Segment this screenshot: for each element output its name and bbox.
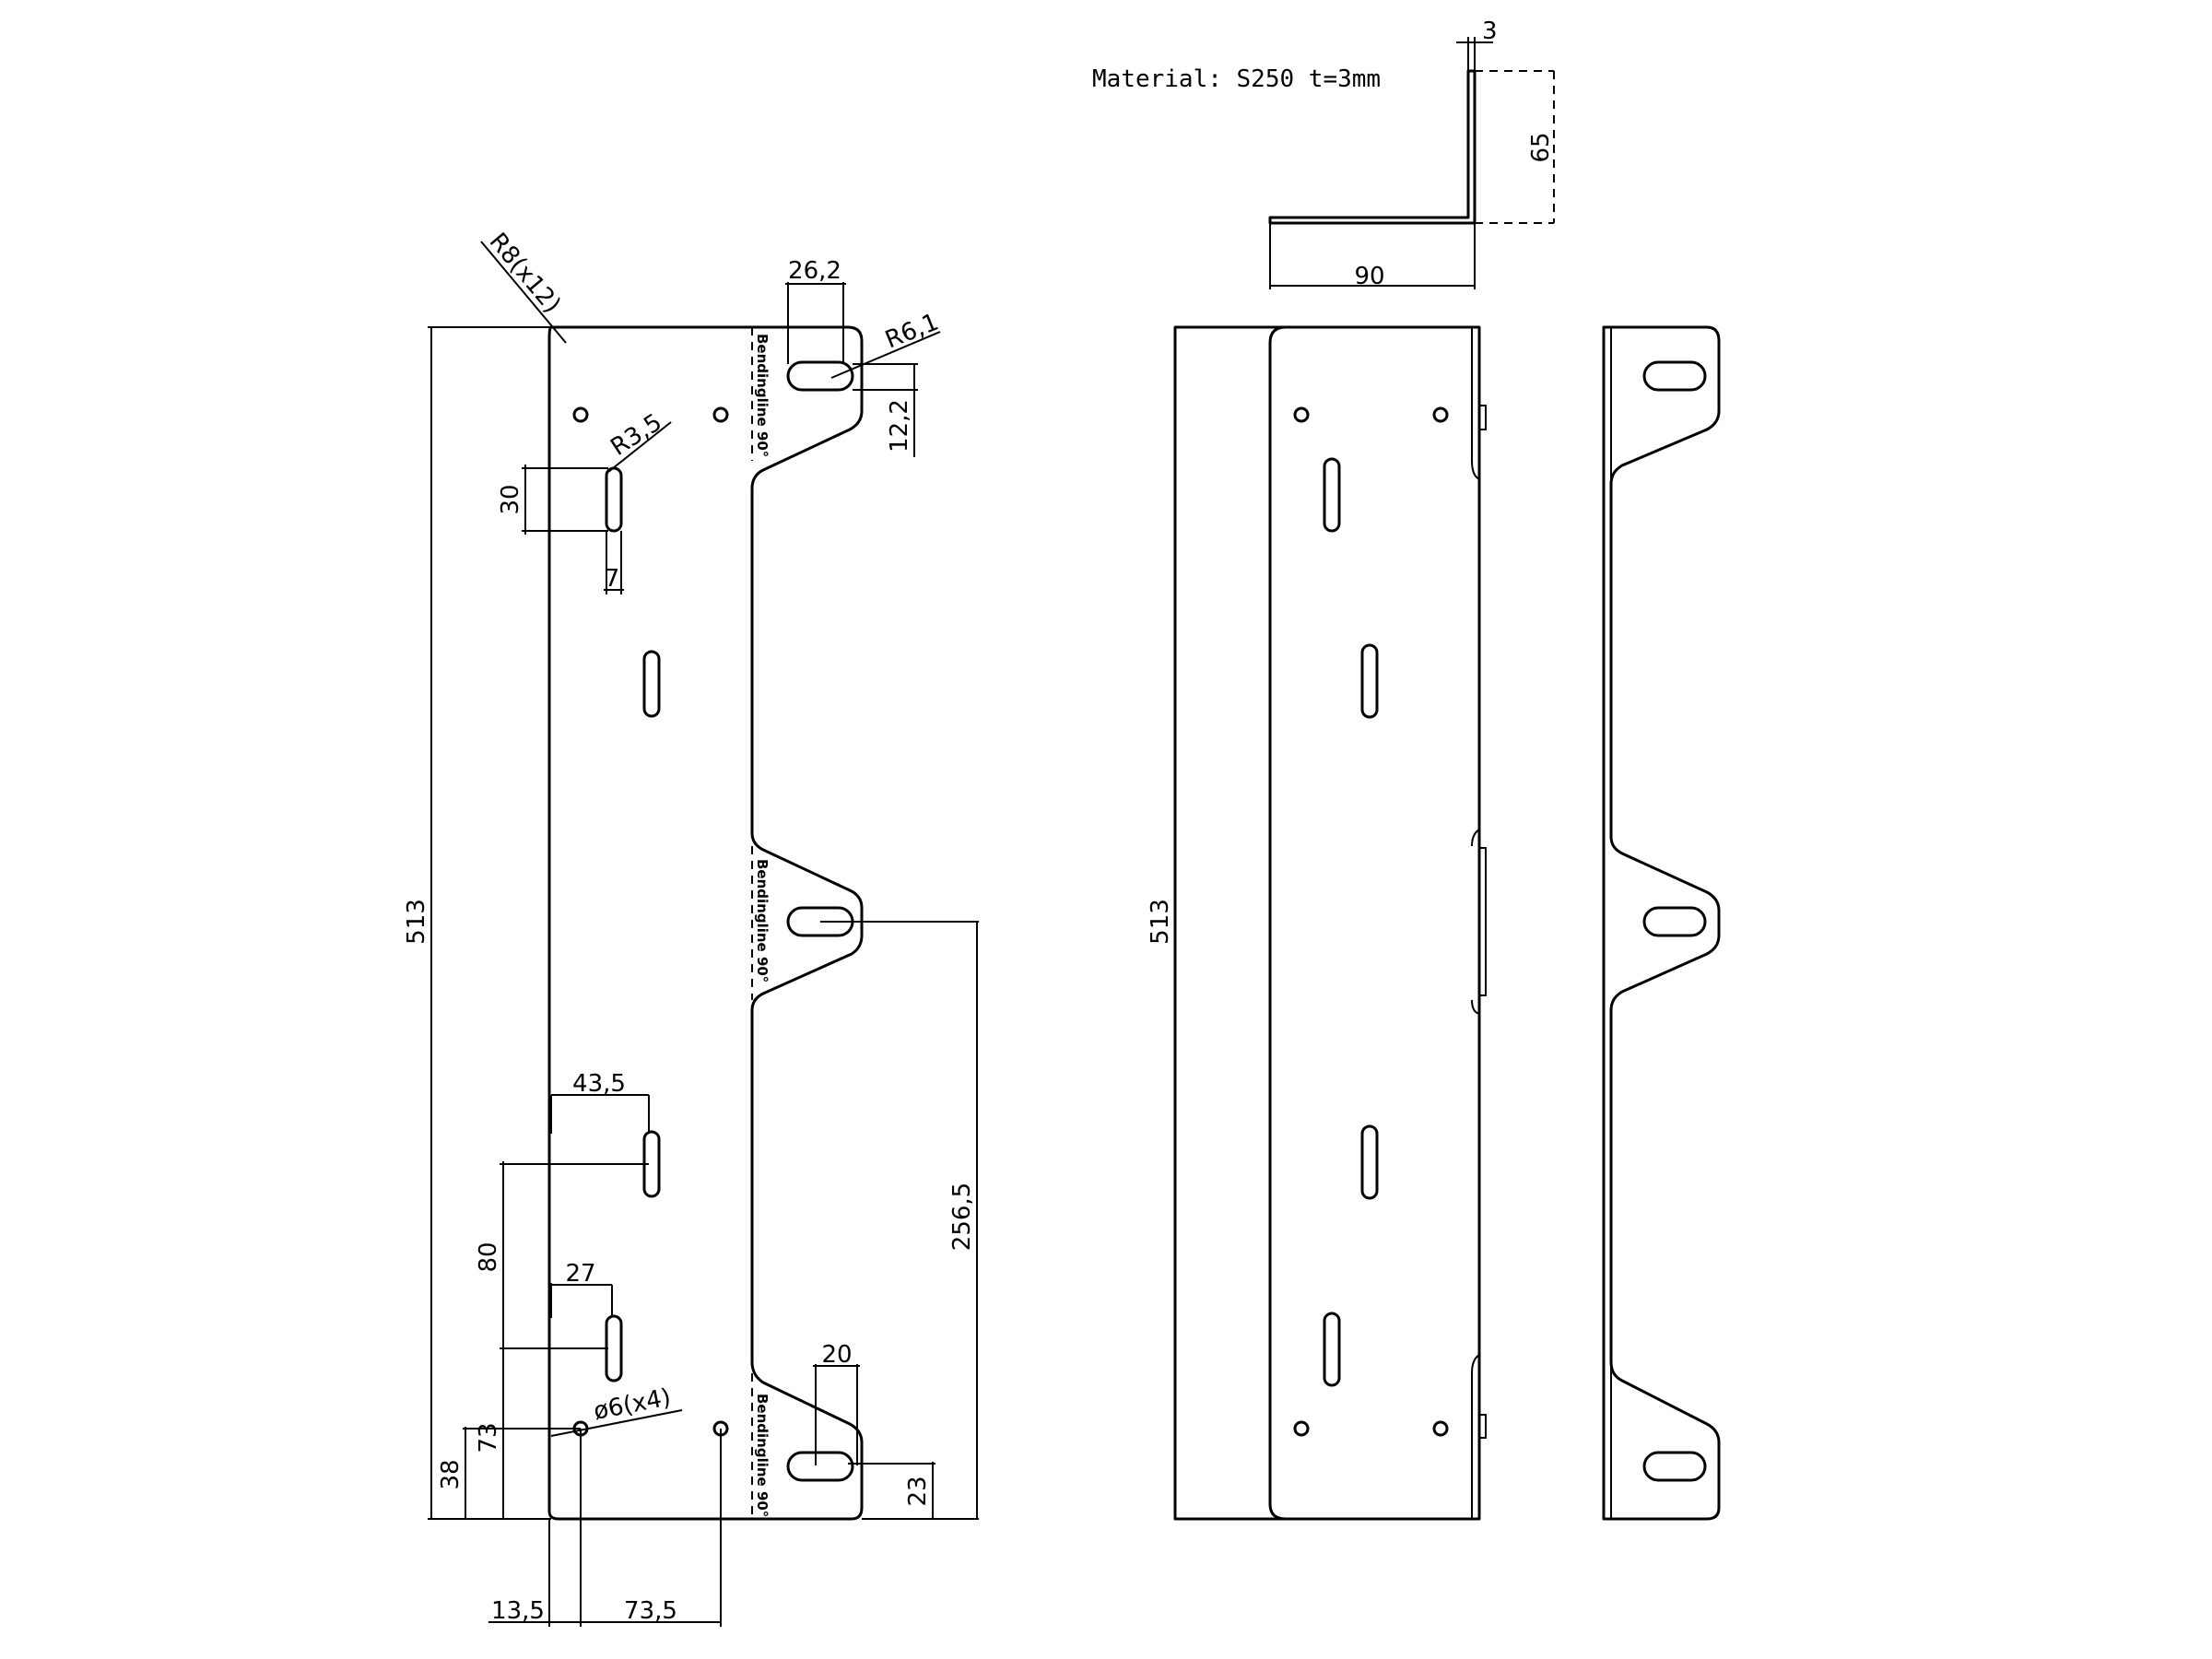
dim-top-slot-width: 26,2: [788, 257, 841, 285]
front-view: 513: [1147, 325, 1487, 1521]
dim-slot-spacing: 80: [475, 1241, 502, 1272]
dim-top-slot-offset: 12,2: [886, 399, 913, 453]
dim-flange-height: 65: [1527, 132, 1555, 162]
material-note: Material: S250 t=3mm: [1092, 65, 1381, 93]
dim-slot-length: 30: [497, 484, 524, 514]
dim-base-width: 90: [1354, 263, 1384, 290]
dim-edge-offset: 13,5: [491, 1597, 545, 1625]
bendline-label-top: Bendingline 90°: [754, 334, 771, 457]
dim-flange-thickness: 3: [1482, 18, 1498, 45]
dim-slot-offset-a: 43,5: [572, 1070, 626, 1098]
dim-top-slot-radius: R6,1: [881, 308, 942, 354]
flat-pattern-view: Bendingline 90° Bendingline 90° Bendingl…: [547, 325, 864, 1521]
dim-hole-height-b: 38: [437, 1459, 465, 1489]
dim-corner-radius: R8(x12): [484, 228, 566, 318]
bendline-label-bottom: Bendingline 90°: [754, 1394, 771, 1517]
profile-section-view: 3 65 90: [1268, 18, 1555, 290]
dim-slot-offset-b: 27: [565, 1260, 595, 1288]
dim-hole-height-a: 73: [475, 1422, 502, 1453]
flat-pattern-dimensions: 513 R8(x12) 26,2 R6,1 12,2 R3,5 30 7: [403, 228, 979, 1627]
side-view: [1602, 325, 1721, 1521]
bendline-label-middle: Bendingline 90°: [754, 859, 771, 982]
dim-total-height-front: 513: [1147, 899, 1174, 945]
dim-bottom-slot-width: 20: [821, 1341, 852, 1369]
dim-hole-spacing: 73,5: [624, 1597, 677, 1625]
dim-slot-radius: R3,5: [606, 408, 666, 462]
dim-mid-hole-height: 256,5: [948, 1182, 976, 1251]
dim-total-height-flat: 513: [403, 899, 430, 945]
dim-slot-width: 7: [605, 565, 620, 593]
dim-bottom-slot-height: 23: [904, 1476, 932, 1506]
